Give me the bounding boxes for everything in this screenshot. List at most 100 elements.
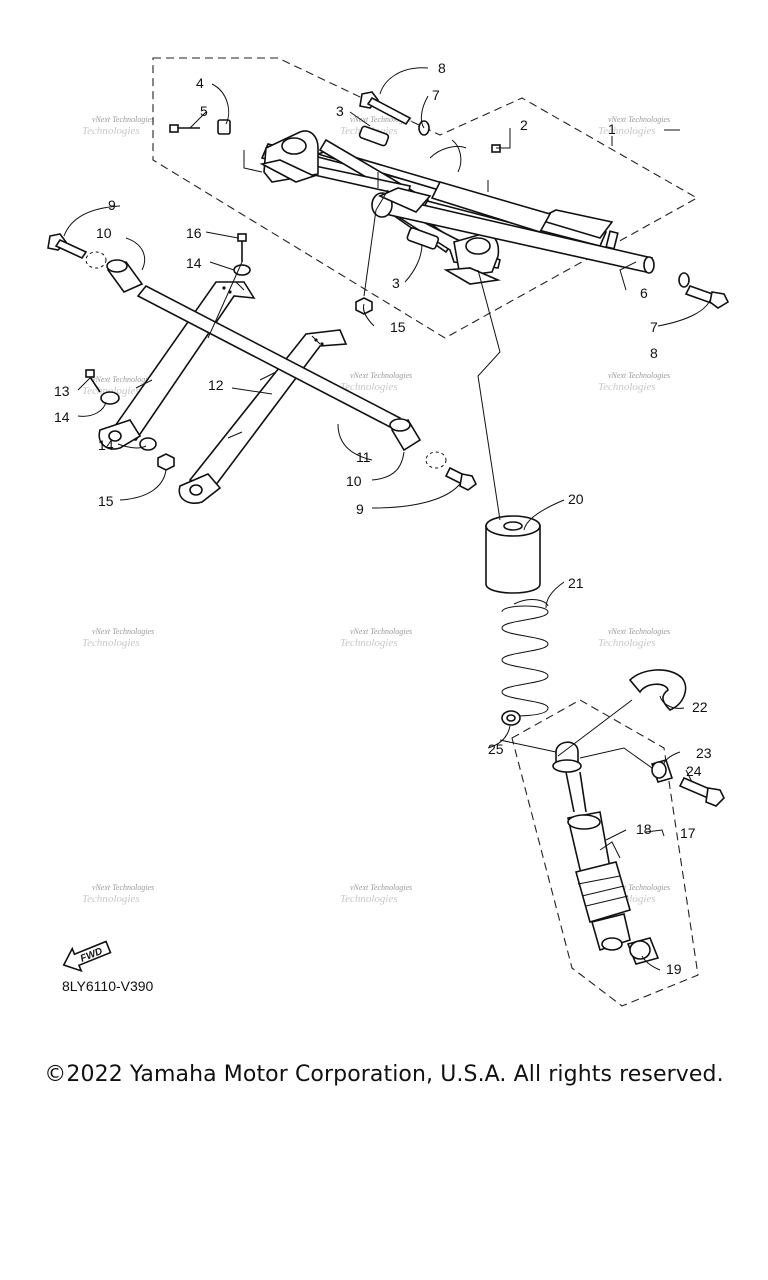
svg-text:vNext Technologies: vNext Technologies — [92, 883, 154, 892]
callout-8-lower: 8 — [650, 345, 658, 361]
bolt-9-left — [47, 233, 88, 260]
callout-16: 16 — [186, 225, 202, 241]
callout-22: 22 — [692, 699, 708, 715]
copyright-notice: ©2022 Yamaha Motor Corporation, U.S.A. A… — [44, 1062, 724, 1087]
leader-lines — [63, 67, 711, 971]
svg-text:Technologies: Technologies — [82, 893, 140, 905]
collar-10-left — [106, 259, 144, 293]
pad-3-lower — [406, 227, 440, 250]
callout-14-low: 14 — [98, 437, 114, 453]
washer-9-left — [85, 251, 107, 269]
callout-10-upper: 10 — [96, 225, 112, 241]
callout-23: 23 — [696, 745, 712, 761]
screw-13 — [85, 369, 101, 393]
collar-23 — [650, 759, 674, 783]
svg-text:vNext Technologies: vNext Technologies — [608, 627, 670, 636]
callout-20: 20 — [568, 491, 584, 507]
svg-text:Technologies: Technologies — [340, 893, 398, 905]
svg-text:Technologies: Technologies — [340, 637, 398, 649]
pad-3-upper — [358, 125, 390, 147]
washer-7-upper — [418, 120, 430, 136]
callout-25: 25 — [488, 741, 504, 757]
callout-14-top: 14 — [186, 255, 202, 271]
callout-10-lower: 10 — [346, 473, 362, 489]
bolt-8-upper — [359, 91, 412, 126]
callout-4: 4 — [196, 75, 204, 91]
callout-21: 21 — [568, 575, 584, 591]
svg-text:vNext Technologies: vNext Technologies — [608, 883, 670, 892]
svg-text:Technologies: Technologies — [82, 637, 140, 649]
callout-12: 12 — [208, 377, 224, 393]
callout-18: 18 — [636, 821, 652, 837]
spring-seat-22 — [628, 669, 687, 711]
svg-text:Technologies: Technologies — [598, 125, 656, 137]
callout-11: 11 — [356, 449, 371, 465]
svg-text:Technologies: Technologies — [598, 637, 656, 649]
collar-4 — [217, 119, 231, 135]
callouts: 1 2 3 3 4 5 6 7 7 8 8 9 9 10 10 11 12 13… — [54, 60, 712, 977]
svg-text:vNext Technologies: vNext Technologies — [608, 371, 670, 380]
swing-arm — [259, 130, 655, 285]
bolt-24 — [678, 776, 725, 807]
diagram-code: 8LY6110-V390 — [62, 978, 154, 994]
callout-3-upper: 3 — [336, 103, 344, 119]
svg-text:vNext Technologies: vNext Technologies — [92, 627, 154, 636]
callout-5: 5 — [200, 103, 208, 119]
svg-text:Technologies: Technologies — [340, 381, 398, 393]
svg-text:vNext Technologies: vNext Technologies — [350, 883, 412, 892]
callout-15-lower: 15 — [98, 493, 114, 509]
nut-15-lower — [157, 453, 175, 471]
callout-13: 13 — [54, 383, 70, 399]
washer-9-right — [425, 451, 447, 469]
shaft-11 — [136, 284, 402, 430]
fwd-arrow: FWD — [62, 940, 112, 973]
callout-6: 6 — [640, 285, 648, 301]
svg-text:vNext Technologies: vNext Technologies — [608, 115, 670, 124]
bushing-19 — [626, 937, 660, 965]
collar-10-right — [389, 418, 422, 452]
svg-text:vNext Technologies: vNext Technologies — [92, 375, 154, 384]
washer-14-mid — [100, 391, 120, 405]
fwd-label: FWD — [79, 946, 104, 965]
bushing-25 — [501, 710, 521, 726]
callout-14-mid: 14 — [54, 409, 70, 425]
callout-17: 17 — [680, 825, 696, 841]
bolt-16 — [237, 233, 247, 262]
swing-arm-assembly-boundary — [152, 57, 699, 339]
callout-15-upper: 15 — [390, 319, 406, 335]
shock-assembly-boundary — [511, 699, 699, 1007]
callout-2: 2 — [520, 117, 528, 133]
callout-9-upper: 9 — [108, 197, 116, 213]
svg-text:vNext Technologies: vNext Technologies — [350, 115, 412, 124]
bump-stopper-20 — [485, 515, 541, 594]
callout-7-lower: 7 — [650, 319, 658, 335]
callout-24: 24 — [686, 763, 702, 779]
callout-9-lower: 9 — [356, 501, 364, 517]
callout-8-upper: 8 — [438, 60, 446, 76]
callout-19: 19 — [666, 961, 682, 977]
svg-text:vNext Technologies: vNext Technologies — [350, 627, 412, 636]
svg-text:Technologies: Technologies — [82, 125, 140, 137]
svg-text:Technologies: Technologies — [598, 381, 656, 393]
screw-5 — [169, 124, 200, 133]
callout-3-lower: 3 — [392, 275, 400, 291]
shock-absorber-18 — [552, 741, 631, 952]
callout-7-upper: 7 — [432, 87, 440, 103]
slide-rails — [98, 281, 348, 504]
washer-7-lower — [678, 272, 690, 288]
callout-1: 1 — [608, 121, 616, 137]
bolt-9-right — [444, 466, 478, 491]
spring-21 — [501, 599, 549, 717]
svg-text:vNext Technologies: vNext Technologies — [350, 371, 412, 380]
svg-text:vNext Technologies: vNext Technologies — [92, 115, 154, 124]
